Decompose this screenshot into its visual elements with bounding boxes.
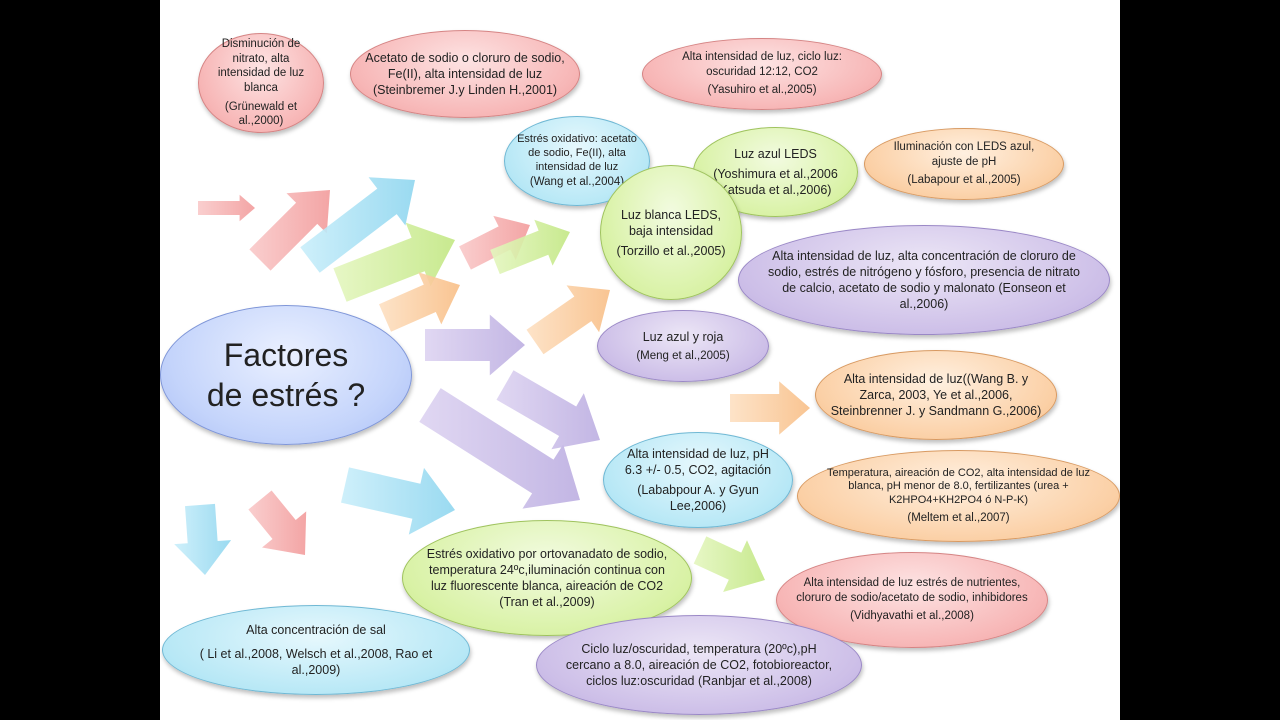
node-ref: (Meng et al.,2005)	[636, 349, 730, 362]
block-arrow	[341, 467, 455, 535]
node-text: Luz blanca LEDS, baja intensidad	[620, 207, 722, 238]
node-ref: (Yasuhiro et al.,2005)	[707, 84, 817, 97]
node-luz-azul-roja: Luz azul y roja (Meng et al.,2005)	[597, 310, 769, 382]
block-arrow	[496, 370, 600, 450]
node-ref: (Vidhyavathi et al.,2008)	[850, 610, 974, 623]
node-alta-concentracion-sal: Alta concentración de sal ( Li et al.,20…	[162, 605, 470, 695]
node-temperatura-aireacion: Temperatura, aireación de CO2, alta inte…	[797, 450, 1120, 542]
node-estres-oxidativo-ortovanadato: Estrés oxidativo por ortovanadato de sod…	[402, 520, 692, 636]
block-arrow	[526, 285, 610, 355]
node-text: Acetato de sodio o cloruro de sodio, Fe(…	[365, 51, 565, 97]
node-text: Alta intensidad de luz((Wang B. y Zarca,…	[830, 372, 1042, 418]
node-text: Disminución de nitrato, alta intensidad …	[217, 37, 305, 94]
node-disminucion-nitrato: Disminución de nitrato, alta intensidad …	[198, 33, 324, 133]
block-arrow	[459, 215, 530, 270]
node-text: Alta intensidad de luz, pH 6.3 +/- 0.5, …	[624, 447, 772, 477]
node-ciclo-luz-oscuridad: Ciclo luz/oscuridad, temperatura (20ºc),…	[536, 615, 862, 715]
node-alta-intensidad-cloruro: Alta intensidad de luz, alta concentraci…	[738, 225, 1110, 335]
node-acetato-sodio: Acetato de sodio o cloruro de sodio, Fe(…	[350, 30, 580, 118]
node-text: Alta intensidad de luz, ciclo luz: oscur…	[682, 50, 842, 78]
block-arrow	[249, 190, 330, 271]
node-text: Estrés oxidativo: acetato de sodio, Fe(I…	[517, 133, 637, 174]
node-ref: (Lababpour A. y Gyun Lee,2006)	[637, 483, 759, 513]
node-text: Luz azul LEDS	[734, 147, 817, 161]
block-arrow	[490, 219, 570, 275]
block-arrow	[300, 177, 415, 273]
block-arrow	[198, 194, 255, 222]
node-ref: (Yoshimura et al.,2006 Katsuda et al.,20…	[713, 167, 838, 197]
node-alta-intensidad-wang: Alta intensidad de luz((Wang B. y Zarca,…	[815, 350, 1057, 440]
block-arrow	[248, 490, 307, 555]
block-arrow	[693, 536, 765, 592]
node-text: Ciclo luz/oscuridad, temperatura (20ºc),…	[565, 642, 833, 688]
node-text: Luz azul y roja	[642, 329, 724, 344]
node-text: Alta intensidad de luz estrés de nutrien…	[796, 576, 1028, 604]
node-luz-blanca-leds: Luz blanca LEDS, baja intensidad (Torzil…	[600, 165, 742, 300]
node-text: Estrés oxidativo por ortovanadato de sod…	[426, 547, 668, 609]
block-arrow	[425, 314, 525, 376]
node-text: Iluminación con LEDS azul, ajuste de pH	[893, 140, 1035, 168]
node-ref: (Torzillo et al.,2005)	[616, 243, 726, 258]
node-text: Temperatura, aireación de CO2, alta inte…	[827, 466, 1090, 506]
node-ref: (Wang et al.,2004)	[529, 176, 625, 189]
block-arrow	[333, 222, 455, 302]
block-arrow	[730, 381, 810, 435]
central-line2: de estrés ?	[206, 377, 366, 413]
node-ref: (Meltem et al.,2007)	[907, 512, 1010, 525]
arrows-layer	[174, 177, 810, 592]
slide: Factores de estrés ? Disminución de nitr…	[160, 0, 1120, 720]
central-node: Factores de estrés ?	[160, 305, 412, 445]
node-ref: (Grünewald et al.,2000)	[224, 100, 298, 128]
block-arrow	[379, 272, 460, 332]
node-text: Alta intensidad de luz, alta concentraci…	[768, 249, 1080, 311]
node-ref: (Labapour et al.,2005)	[907, 174, 1021, 187]
block-arrow	[174, 503, 232, 575]
node-ref: ( Li et al.,2008, Welsch et al.,2008, Ra…	[199, 647, 433, 677]
node-iluminacion-leds-azul: Iluminación con LEDS azul, ajuste de pH …	[864, 128, 1064, 200]
central-line1: Factores	[223, 337, 349, 373]
node-alta-intensidad-ph: Alta intensidad de luz, pH 6.3 +/- 0.5, …	[603, 432, 793, 528]
node-alta-intensidad-ciclo: Alta intensidad de luz, ciclo luz: oscur…	[642, 38, 882, 110]
node-estres-oxidativo-acetato: Estrés oxidativo: acetato de sodio, Fe(I…	[504, 116, 650, 206]
node-text: Alta concentración de sal	[246, 623, 386, 637]
block-arrow	[419, 388, 580, 509]
